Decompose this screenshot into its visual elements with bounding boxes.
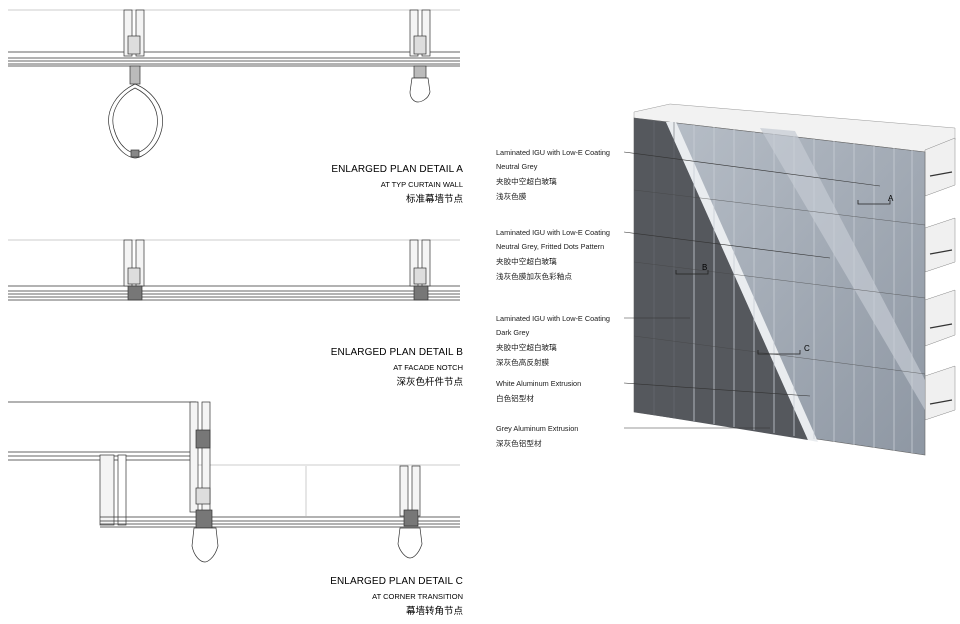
plan-detail-a: [8, 9, 460, 159]
legend-2-line-3: 夹胶中空超白玻璃: [496, 256, 557, 266]
legend-1-line-4: 浅灰色膜: [496, 191, 527, 201]
facade-axonometric: [633, 103, 956, 456]
legend-3-line-3: 夹胶中空超白玻璃: [496, 342, 557, 352]
detail-a-title: ENLARGED PLAN DETAIL A: [331, 164, 463, 175]
legend-2-line-4: 浅灰色膜加灰色彩釉点: [496, 271, 572, 281]
legend-4-line-1: White Aluminum Extrusion: [496, 379, 581, 388]
material-legend: Laminated IGU with Low-E Coating Neutral…: [496, 148, 610, 448]
legend-3-line-2: Dark Grey: [496, 328, 530, 337]
legend-leaders: [623, 151, 881, 429]
detail-c-subtitle: AT CORNER TRANSITION: [372, 592, 463, 601]
detail-a-title-cn: 标准幕墙节点: [406, 193, 464, 205]
legend-2-line-1: Laminated IGU with Low-E Coating: [496, 228, 610, 237]
detail-c-title-cn: 幕墙转角节点: [406, 605, 464, 617]
section-mark-a: A: [888, 194, 894, 203]
legend-1-line-1: Laminated IGU with Low-E Coating: [496, 148, 610, 157]
detail-a-subtitle: AT TYP CURTAIN WALL: [381, 180, 463, 189]
detail-c-title: ENLARGED PLAN DETAIL C: [330, 576, 463, 587]
legend-3-line-1: Laminated IGU with Low-E Coating: [496, 314, 610, 323]
legend-5-line-2: 深灰色铝型材: [496, 438, 542, 448]
detail-b-title-cn: 深灰色杆件节点: [396, 376, 463, 388]
legend-4-line-2: 白色铝型材: [496, 393, 534, 403]
plan-detail-b: [8, 239, 460, 301]
section-mark-b: B: [702, 263, 707, 272]
plan-detail-c: [8, 401, 460, 563]
legend-5-line-1: Grey Aluminum Extrusion: [496, 424, 578, 433]
legend-1-line-2: Neutral Grey: [496, 162, 538, 171]
legend-1-line-3: 夹胶中空超白玻璃: [496, 176, 557, 186]
detail-b-title: ENLARGED PLAN DETAIL B: [331, 347, 463, 358]
legend-3-line-4: 深灰色高反射膜: [496, 357, 550, 367]
legend-2-line-2: Neutral Grey, Fritted Dots Pattern: [496, 242, 604, 251]
section-markers: [675, 200, 891, 355]
detail-b-subtitle: AT FACADE NOTCH: [393, 363, 463, 372]
section-mark-c: C: [804, 344, 810, 353]
